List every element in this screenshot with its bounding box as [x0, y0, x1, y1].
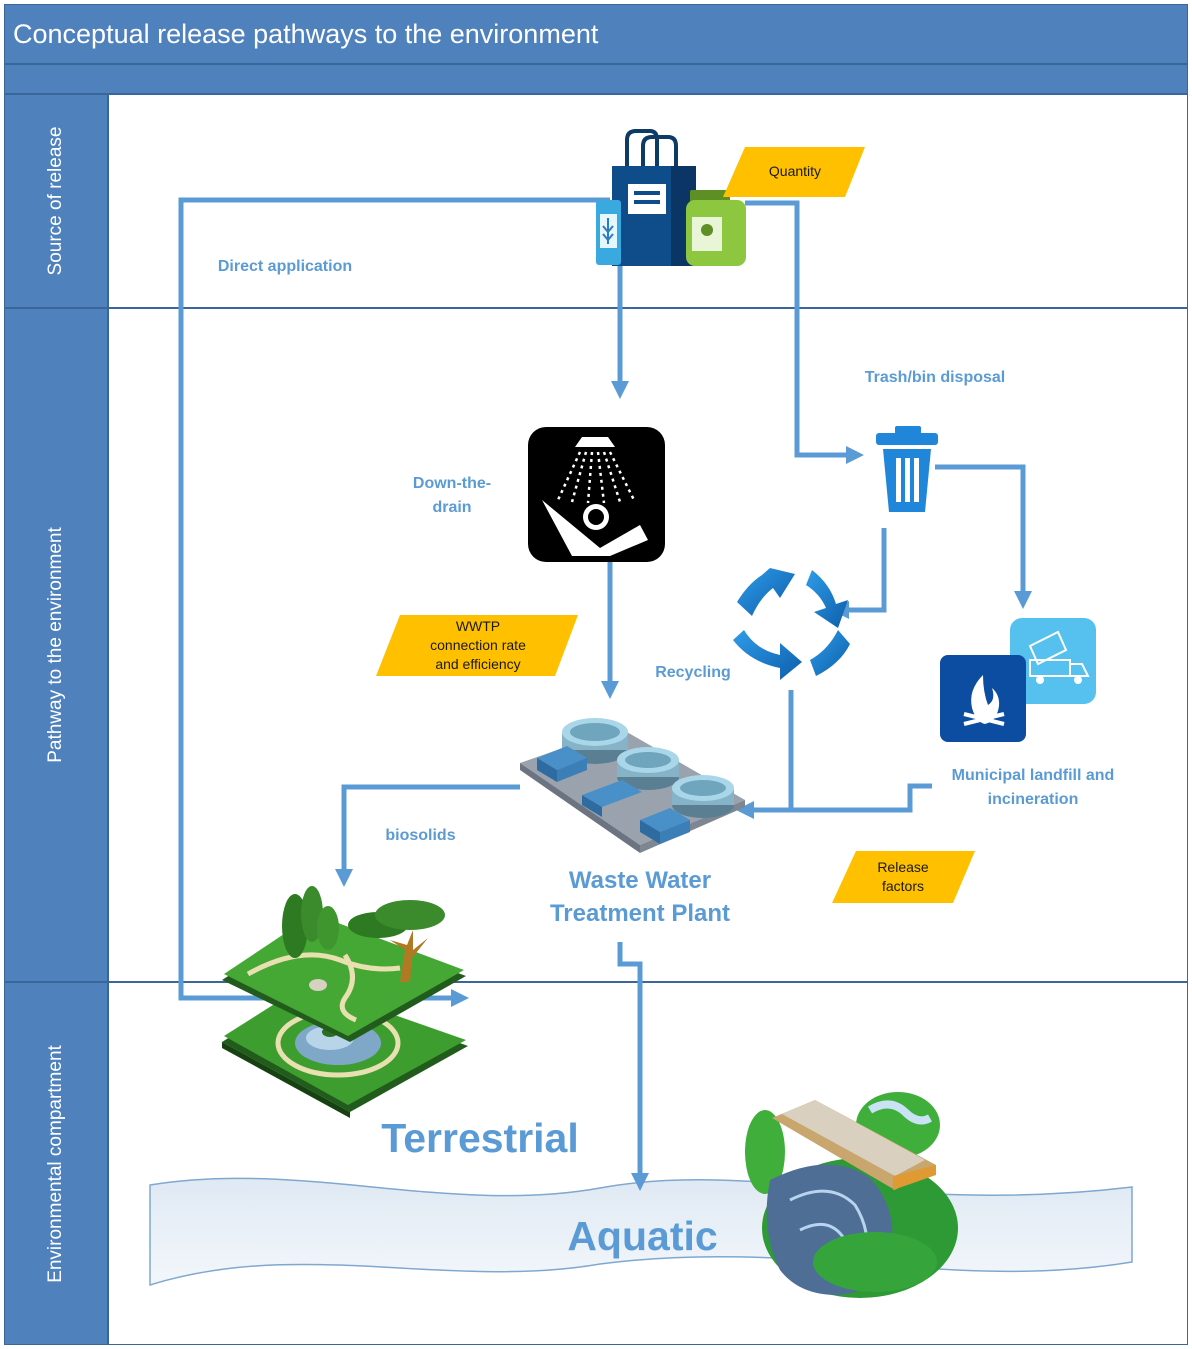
- release-factors-tag: [832, 851, 975, 903]
- title-bar: Conceptual release pathways to the envir…: [4, 4, 1188, 64]
- landfill-truck-icon: [1010, 618, 1096, 704]
- quantity-tag: [723, 147, 865, 197]
- page-title: Conceptual release pathways to the envir…: [13, 19, 599, 49]
- recycle-icon: [733, 568, 850, 680]
- lane-header-compartment: Environmental compartment: [4, 982, 108, 1345]
- consumer-products-icon: [596, 129, 746, 266]
- label-biosolids: biosolids: [385, 827, 456, 844]
- wastewater-plant-icon: [520, 718, 745, 853]
- lane-header-pathway: Pathway to the environment: [4, 308, 108, 982]
- arrow-biosolids: [335, 784, 520, 887]
- wwtp-tag-text-2: connection rate: [430, 637, 526, 653]
- lane-header-source: Source of release: [4, 94, 108, 308]
- incineration-icon: [940, 655, 1026, 742]
- label-trash-disposal: Trash/bin disposal: [864, 369, 1006, 386]
- wwtp-tag-text-1: WWTP: [455, 618, 501, 634]
- label-down-the-drain-2: drain: [432, 499, 472, 516]
- arrow-wwtp-to-aquatic: [617, 942, 649, 1191]
- arrow-trash-disposal: [745, 200, 864, 464]
- label-recycling: Recycling: [655, 664, 731, 681]
- trash-bin-icon: [876, 426, 938, 512]
- label-landfill-1: Municipal landfill and: [951, 767, 1115, 784]
- arrow-recycle-to-wwtp: [736, 690, 794, 819]
- label-wwtp-1: Waste Water: [568, 867, 712, 894]
- arrow-landfill-to-wwtp: [791, 783, 932, 813]
- terrestrial-land-icon: [222, 886, 468, 1118]
- label-aquatic: Aquatic: [567, 1213, 718, 1259]
- header-strip: [4, 64, 1188, 94]
- label-wwtp-2: Treatment Plant: [549, 900, 731, 927]
- quantity-tag-text: Quantity: [768, 163, 822, 179]
- release-tag-text-1: Release: [877, 859, 929, 875]
- shower-icon: [528, 427, 665, 562]
- label-terrestrial: Terrestrial: [381, 1115, 579, 1161]
- arrow-trash-to-landfill: [935, 464, 1032, 609]
- arrow-trash-to-recycle: [831, 528, 887, 619]
- wwtp-connection-tag: [376, 615, 578, 676]
- wwtp-tag-text-3: and efficiency: [435, 656, 521, 672]
- label-direct-application: Direct application: [217, 258, 353, 275]
- lane-body-pathway: [108, 308, 1188, 982]
- label-down-the-drain-1: Down-the-: [412, 475, 492, 492]
- river-icon: [745, 1092, 958, 1298]
- label-landfill-2: incineration: [987, 791, 1079, 808]
- release-tag-text-2: factors: [881, 878, 924, 894]
